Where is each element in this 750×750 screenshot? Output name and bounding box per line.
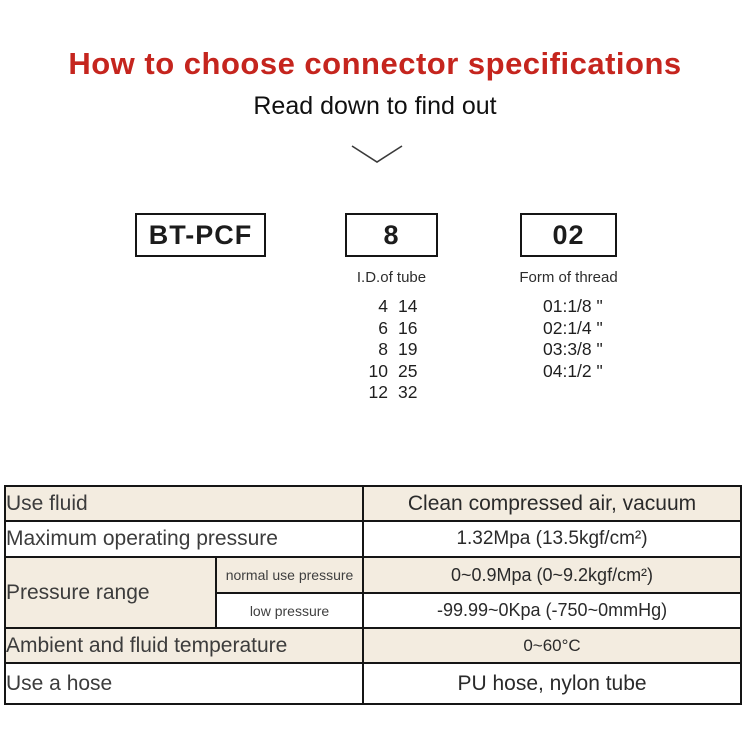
spec-value: 1.32Mpa (13.5kgf/cm²) — [362, 520, 743, 558]
tube-od-value: 19 — [398, 339, 418, 359]
spec-value: 0~60°C — [362, 627, 743, 664]
spec-table: Use fluid Clean compressed air, vacuum M… — [3, 485, 743, 705]
spec-value: Clean compressed air, vacuum — [362, 485, 743, 522]
spec-row-low-pressure: low pressure -99.99~0Kpa (-750~0mmHg) — [5, 592, 743, 629]
thread-form-item: 04:1/2 " — [543, 360, 603, 381]
thread-code-box: 02 — [520, 213, 617, 257]
spec-value: 0~0.9Mpa (0~9.2kgf/cm²) — [362, 556, 743, 594]
page-subtitle: Read down to find out — [253, 92, 497, 120]
spec-label-pressure-range: Pressure range — [4, 556, 217, 629]
spec-row-normal-pressure: Pressure range normal use pressure 0~0.9… — [4, 556, 743, 629]
spec-sublabel: normal use pressure — [214, 556, 365, 594]
spec-label: Use fluid — [3, 485, 365, 522]
tube-od-value: 25 — [398, 360, 418, 381]
tube-size-row: 6 16 — [352, 318, 442, 340]
spec-row-temperature: Ambient and fluid temperature 0~60°C — [3, 627, 743, 664]
tube-size-list: 4 14 6 16 8 19 10 25 12 32 — [352, 296, 442, 404]
thread-code-label: 02 — [552, 219, 585, 250]
spec-label: Use a hose — [3, 662, 365, 705]
tube-id-code-box: 8 — [345, 213, 438, 257]
tube-od-value: 16 — [398, 317, 418, 338]
tube-id-value: 6 — [378, 317, 388, 338]
tube-id-value: 4 — [378, 296, 388, 316]
tube-size-row: 4 14 — [352, 296, 442, 318]
tube-size-row: 10 25 — [352, 361, 442, 383]
tube-id-code-label: 8 — [383, 219, 400, 250]
thread-form-item: 02:1/4 " — [543, 317, 603, 338]
spec-value: -99.99~0Kpa (-750~0mmHg) — [362, 592, 743, 629]
tube-od-value: 14 — [398, 296, 418, 316]
chevron-down-icon — [351, 145, 403, 163]
series-code-box: BT-PCF — [135, 213, 266, 257]
spec-row-hose: Use a hose PU hose, nylon tube — [3, 662, 743, 705]
tube-od-value: 32 — [398, 382, 418, 402]
series-code-label: BT-PCF — [148, 219, 253, 250]
tube-id-value: 8 — [378, 339, 388, 359]
spec-sublabel: low pressure — [214, 592, 365, 629]
tube-id-value: 10 — [368, 360, 388, 381]
spec-value: PU hose, nylon tube — [362, 662, 743, 705]
spec-row-max-pressure: Maximum operating pressure 1.32Mpa (13.5… — [3, 520, 743, 558]
page-title: How to choose connector specifications — [68, 46, 682, 81]
thread-form-item: 01:1/8 " — [543, 296, 603, 316]
thread-caption: Form of thread — [519, 269, 618, 286]
spec-row-use-fluid: Use fluid Clean compressed air, vacuum — [3, 485, 743, 522]
tube-size-row: 12 32 — [352, 382, 442, 404]
spec-label: Ambient and fluid temperature — [3, 627, 365, 664]
tube-size-row: 8 19 — [352, 339, 442, 361]
spec-label: Maximum operating pressure — [3, 520, 365, 558]
tube-id-value: 12 — [368, 382, 388, 402]
thread-form-list: 01:1/8 " 02:1/4 " 03:3/8 " 04:1/2 " — [543, 296, 653, 382]
thread-form-item: 03:3/8 " — [543, 339, 603, 359]
tube-id-caption: I.D.of tube — [356, 269, 427, 286]
